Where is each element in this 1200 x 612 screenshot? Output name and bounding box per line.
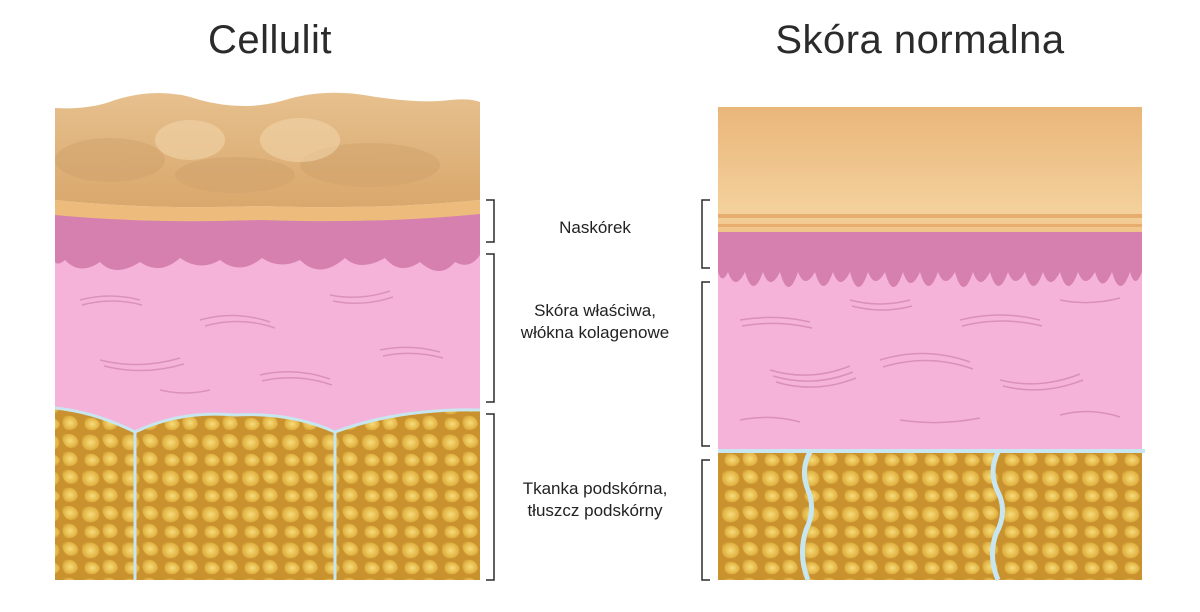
bracket-right-epidermis (701, 199, 710, 269)
label-dermis: Skóra właściwa, włókna kolagenowe (505, 300, 685, 344)
bracket-left-dermis (486, 253, 495, 403)
cellulite-collagen-fibers (79, 290, 444, 394)
label-dermis-line1: Skóra właściwa, (534, 301, 656, 320)
layer-brackets (486, 199, 710, 581)
normal-skin-panel (718, 107, 1145, 581)
bracket-left-subcutis (486, 413, 495, 581)
label-epidermis: Naskórek (520, 217, 670, 239)
normal-fat-layer (718, 452, 1142, 580)
bracket-right-subcutis (701, 459, 710, 581)
cellulite-dermis (55, 245, 480, 432)
normal-epidermis (718, 232, 1142, 287)
normal-septum (990, 450, 1005, 581)
cellulite-epidermis (55, 212, 480, 271)
label-dermis-line2: włókna kolagenowe (520, 323, 670, 342)
normal-collagen-fibers (739, 297, 1121, 424)
bracket-right-dermis (701, 281, 710, 447)
normal-surface (718, 107, 1142, 232)
cellulite-fat-layer (55, 408, 480, 580)
cellulite-dimples (55, 138, 440, 193)
cellulite-boundary (54, 406, 481, 434)
normal-skin-title: Skóra normalna (775, 18, 1065, 62)
bracket-left-epidermis (486, 199, 495, 243)
cellulite-stratum (55, 200, 480, 222)
label-subcutis-line1: Tkanka podskórna, (522, 479, 668, 498)
label-epidermis-text: Naskórek (559, 218, 631, 237)
label-subcutis: Tkanka podskórna, tłuszcz podskórny (495, 478, 695, 522)
normal-septum (800, 450, 814, 581)
cellulite-panel (54, 92, 481, 580)
label-subcutis-line2: tłuszcz podskórny (527, 501, 663, 520)
cellulite-title: Cellulit (207, 18, 333, 62)
